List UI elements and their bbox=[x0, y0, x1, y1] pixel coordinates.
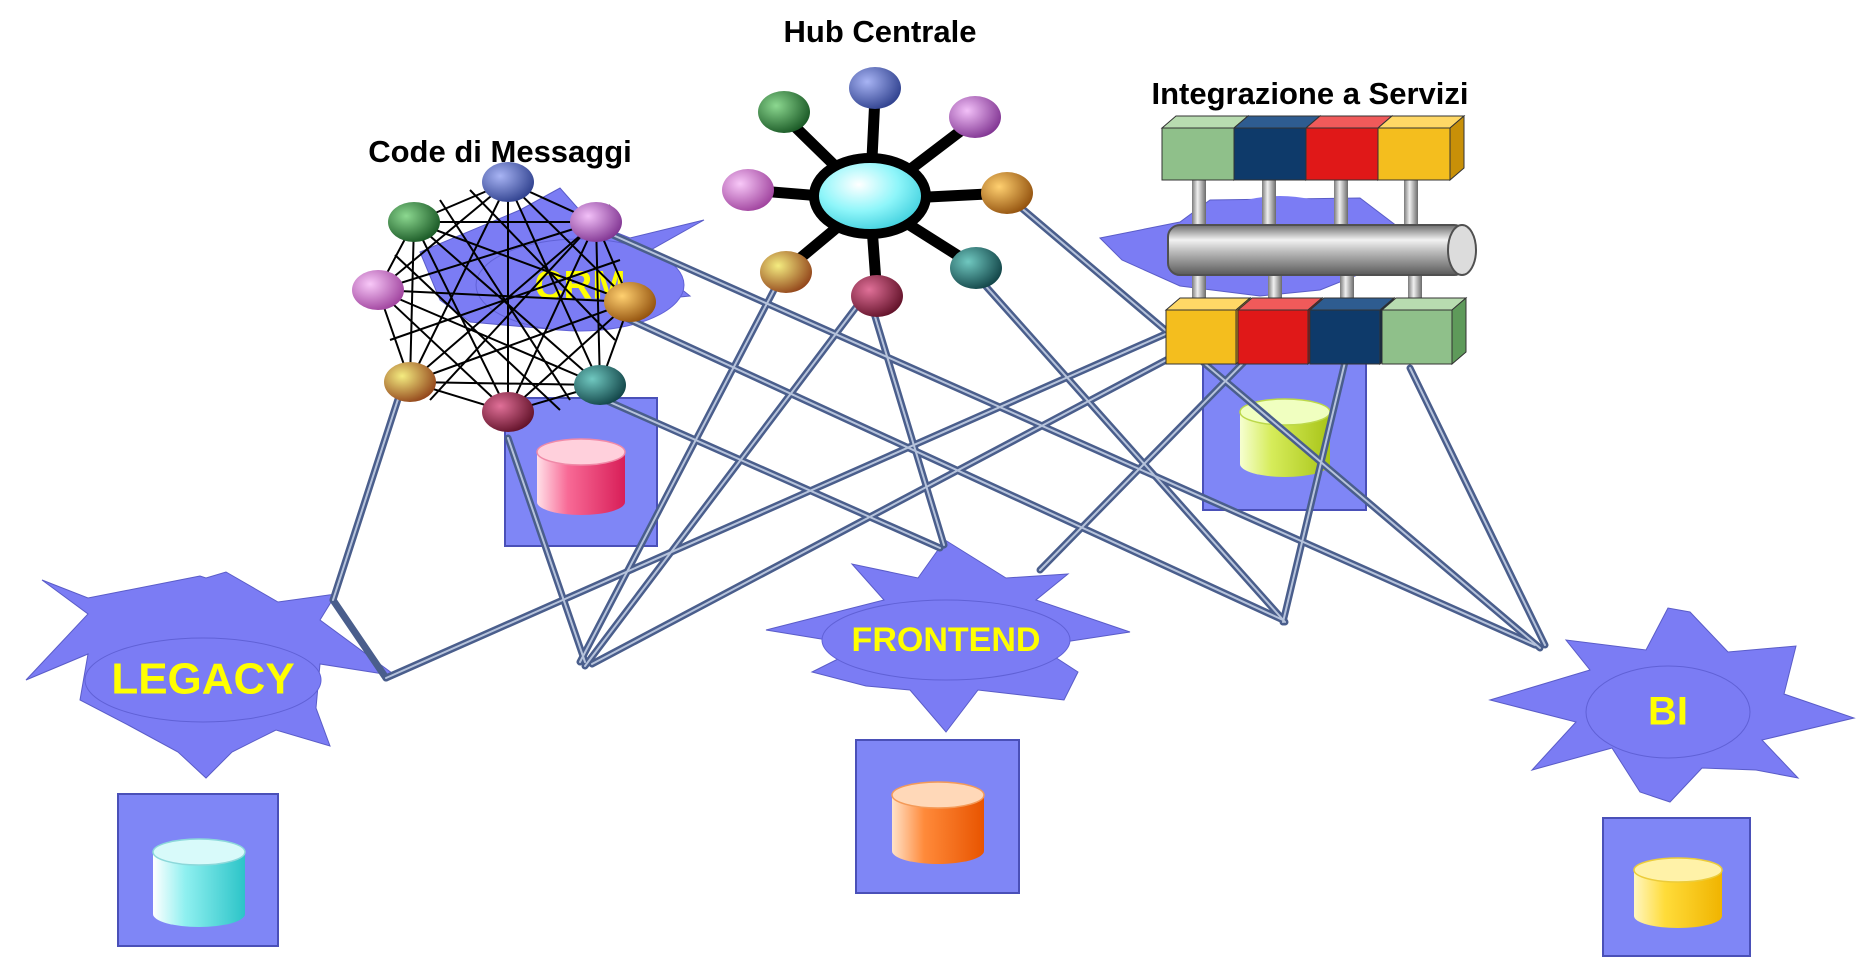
service-bus-icon bbox=[1160, 114, 1477, 366]
node-pink bbox=[722, 169, 774, 211]
node-teal bbox=[950, 247, 1002, 289]
hub-center bbox=[809, 153, 931, 239]
node-maroon bbox=[482, 392, 534, 432]
puzzle-block-icon bbox=[1164, 296, 1252, 366]
puzzle-block-icon bbox=[1308, 296, 1396, 366]
node-pink bbox=[352, 270, 404, 310]
node-green bbox=[388, 202, 440, 242]
caption-services: Integrazione a Servizi bbox=[1151, 76, 1469, 111]
system-bi[interactable]: BI bbox=[1488, 607, 1856, 803]
puzzle-block-icon bbox=[1376, 114, 1466, 182]
database-icon bbox=[1633, 857, 1723, 928]
node-green bbox=[758, 91, 810, 133]
hub-spoke-icon bbox=[722, 67, 1033, 317]
node-navy bbox=[849, 67, 901, 109]
node-teal bbox=[574, 365, 626, 405]
database-legacy bbox=[117, 793, 279, 947]
node-olive bbox=[760, 251, 812, 293]
caption-queues: Code di Messaggi bbox=[368, 134, 632, 169]
bus-pipe bbox=[1167, 224, 1467, 276]
node-maroon bbox=[851, 275, 903, 317]
node-purple bbox=[949, 96, 1001, 138]
database-bi bbox=[1602, 817, 1751, 957]
database-icon bbox=[1239, 398, 1331, 477]
system-label-frontend: FRONTEND bbox=[852, 621, 1041, 659]
caption-hub: Hub Centrale bbox=[783, 14, 977, 49]
puzzle-block-icon bbox=[1380, 296, 1468, 366]
node-navy bbox=[482, 162, 534, 202]
database-icon bbox=[152, 838, 246, 927]
database-icon bbox=[891, 781, 985, 864]
node-purple bbox=[570, 202, 622, 242]
system-label-bi: BI bbox=[1648, 690, 1688, 734]
mesh-network-icon bbox=[352, 162, 656, 432]
node-orange bbox=[604, 282, 656, 322]
system-label-legacy: LEGACY bbox=[111, 655, 294, 704]
connectors bbox=[329, 196, 1549, 682]
puzzle-block-icon bbox=[1236, 296, 1324, 366]
database-icon bbox=[536, 438, 626, 515]
node-orange bbox=[981, 172, 1033, 214]
node-olive bbox=[384, 362, 436, 402]
system-legacy[interactable]: LEGACY bbox=[25, 571, 397, 779]
system-frontend[interactable]: FRONTEND bbox=[765, 539, 1131, 733]
database-frontend bbox=[855, 739, 1020, 894]
